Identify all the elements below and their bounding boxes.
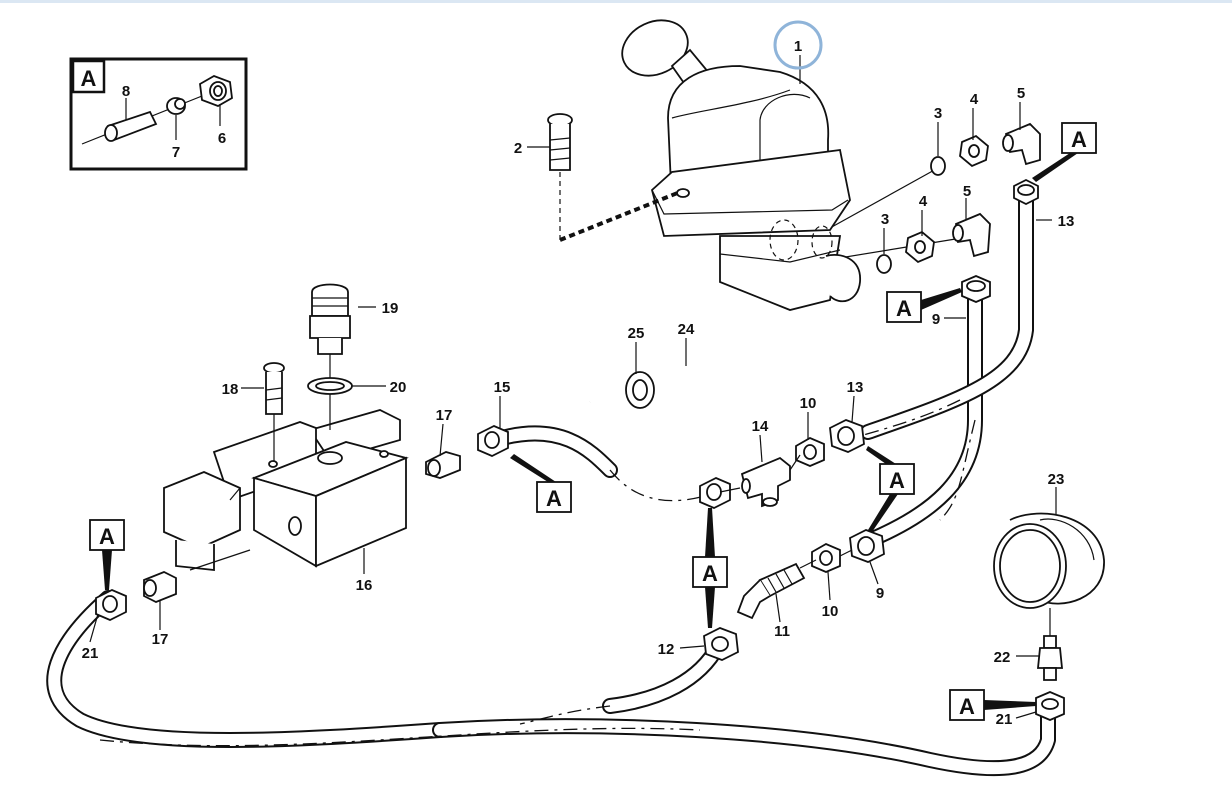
inset-part-7 xyxy=(166,97,186,115)
callout-3-upper: 3 xyxy=(934,105,942,122)
elbow-5-lower xyxy=(952,212,991,258)
callout-11: 11 xyxy=(774,623,790,640)
inset-box-label: A xyxy=(81,66,97,91)
bolt-2 xyxy=(547,113,681,242)
svg-text:A: A xyxy=(546,486,562,511)
detail-marker-a-1: A xyxy=(1032,122,1097,182)
svg-text:A: A xyxy=(1071,127,1087,152)
tee-14 xyxy=(740,456,791,508)
grommet-25 xyxy=(625,371,655,409)
callout-2: 2 xyxy=(514,140,522,157)
svg-text:A: A xyxy=(959,694,975,719)
callout-19: 19 xyxy=(382,300,399,317)
detail-marker-a-7: A xyxy=(949,689,1036,721)
nut-12 xyxy=(703,627,739,661)
callout-numbers: 1 2 3 4 5 3 4 5 13 9 19 18 20 15 17 25 2… xyxy=(82,38,1075,728)
callout-17-right: 17 xyxy=(436,407,453,424)
callout-25: 25 xyxy=(628,325,645,342)
washer-20 xyxy=(307,377,353,395)
fitting-17-right xyxy=(425,451,461,479)
callout-4-lower: 4 xyxy=(919,193,928,210)
callout-1: 1 xyxy=(794,38,802,55)
callout-10-upper: 10 xyxy=(800,395,817,412)
callout-12: 12 xyxy=(658,641,675,658)
fitting-13-upper xyxy=(1013,178,1039,206)
detail-marker-a-4: A xyxy=(866,446,915,532)
top-border-strip xyxy=(0,0,1232,3)
hose-lines xyxy=(46,167,1056,777)
nut-21-left xyxy=(95,589,127,621)
nut-4-lower xyxy=(905,230,935,264)
inset-detail-a: A 8 7 6 xyxy=(69,57,248,171)
detail-marker-a-5: A xyxy=(692,508,728,628)
nut-13-right xyxy=(829,419,865,453)
callout-5-lower: 5 xyxy=(963,183,971,200)
fitting-9-upper xyxy=(961,275,991,303)
nut-21-right xyxy=(1035,691,1065,721)
callout-22: 22 xyxy=(994,649,1011,666)
callout-13-upper: 13 xyxy=(1058,213,1075,230)
o-ring-3-lower xyxy=(876,254,892,274)
callout-9-upper: 9 xyxy=(932,311,940,328)
inset-part-6 xyxy=(199,75,233,107)
inset-callout-6: 6 xyxy=(218,130,226,147)
callout-18: 18 xyxy=(222,381,239,398)
nut-10-upper xyxy=(795,436,825,467)
pressure-gauge-23 xyxy=(993,512,1105,609)
inset-callout-7: 7 xyxy=(172,144,180,161)
svg-text:A: A xyxy=(99,524,115,549)
fitting-17-left xyxy=(143,571,177,603)
callout-4-upper: 4 xyxy=(970,91,979,108)
adapter-22 xyxy=(1037,608,1063,681)
svg-text:A: A xyxy=(889,468,905,493)
callout-9-lower: 9 xyxy=(876,585,884,602)
highlight-circle xyxy=(773,20,823,70)
detail-marker-a-3: A xyxy=(510,454,572,513)
callout-21-left: 21 xyxy=(82,645,99,662)
callout-16: 16 xyxy=(356,577,373,594)
callout-13-mid: 13 xyxy=(847,379,864,396)
callout-leaders xyxy=(89,55,1057,719)
silencer-19 xyxy=(309,283,351,430)
hand-control-valve xyxy=(621,19,861,311)
callout-14: 14 xyxy=(752,418,769,435)
svg-text:A: A xyxy=(702,561,718,586)
detail-marker-a-6: A xyxy=(89,519,125,590)
svg-text:A: A xyxy=(896,296,912,321)
o-ring-3-upper xyxy=(930,156,946,176)
callout-10-lower: 10 xyxy=(822,603,839,620)
inset-box-marker xyxy=(71,59,106,94)
callout-15: 15 xyxy=(494,379,511,396)
callout-24: 24 xyxy=(678,321,695,338)
nut-10-lower xyxy=(811,542,841,573)
callout-23: 23 xyxy=(1048,471,1065,488)
bolt-18 xyxy=(263,362,285,462)
inset-part-8 xyxy=(104,110,158,142)
nut-4-upper xyxy=(959,134,989,168)
nut-15 xyxy=(477,425,509,457)
callout-21-right: 21 xyxy=(996,711,1013,728)
detail-marker-a-2: A xyxy=(886,288,962,323)
hose-fitting-11 xyxy=(736,562,806,620)
inset-callout-8: 8 xyxy=(122,83,130,100)
nut-13-mid xyxy=(699,477,731,509)
callout-17-left: 17 xyxy=(152,631,169,648)
nut-9-lower xyxy=(849,529,885,563)
solenoid-valve xyxy=(163,409,409,571)
elbow-5-upper xyxy=(1002,122,1041,166)
callout-5-upper: 5 xyxy=(1017,85,1025,102)
callout-3-lower: 3 xyxy=(881,211,889,228)
callout-20: 20 xyxy=(390,379,407,396)
